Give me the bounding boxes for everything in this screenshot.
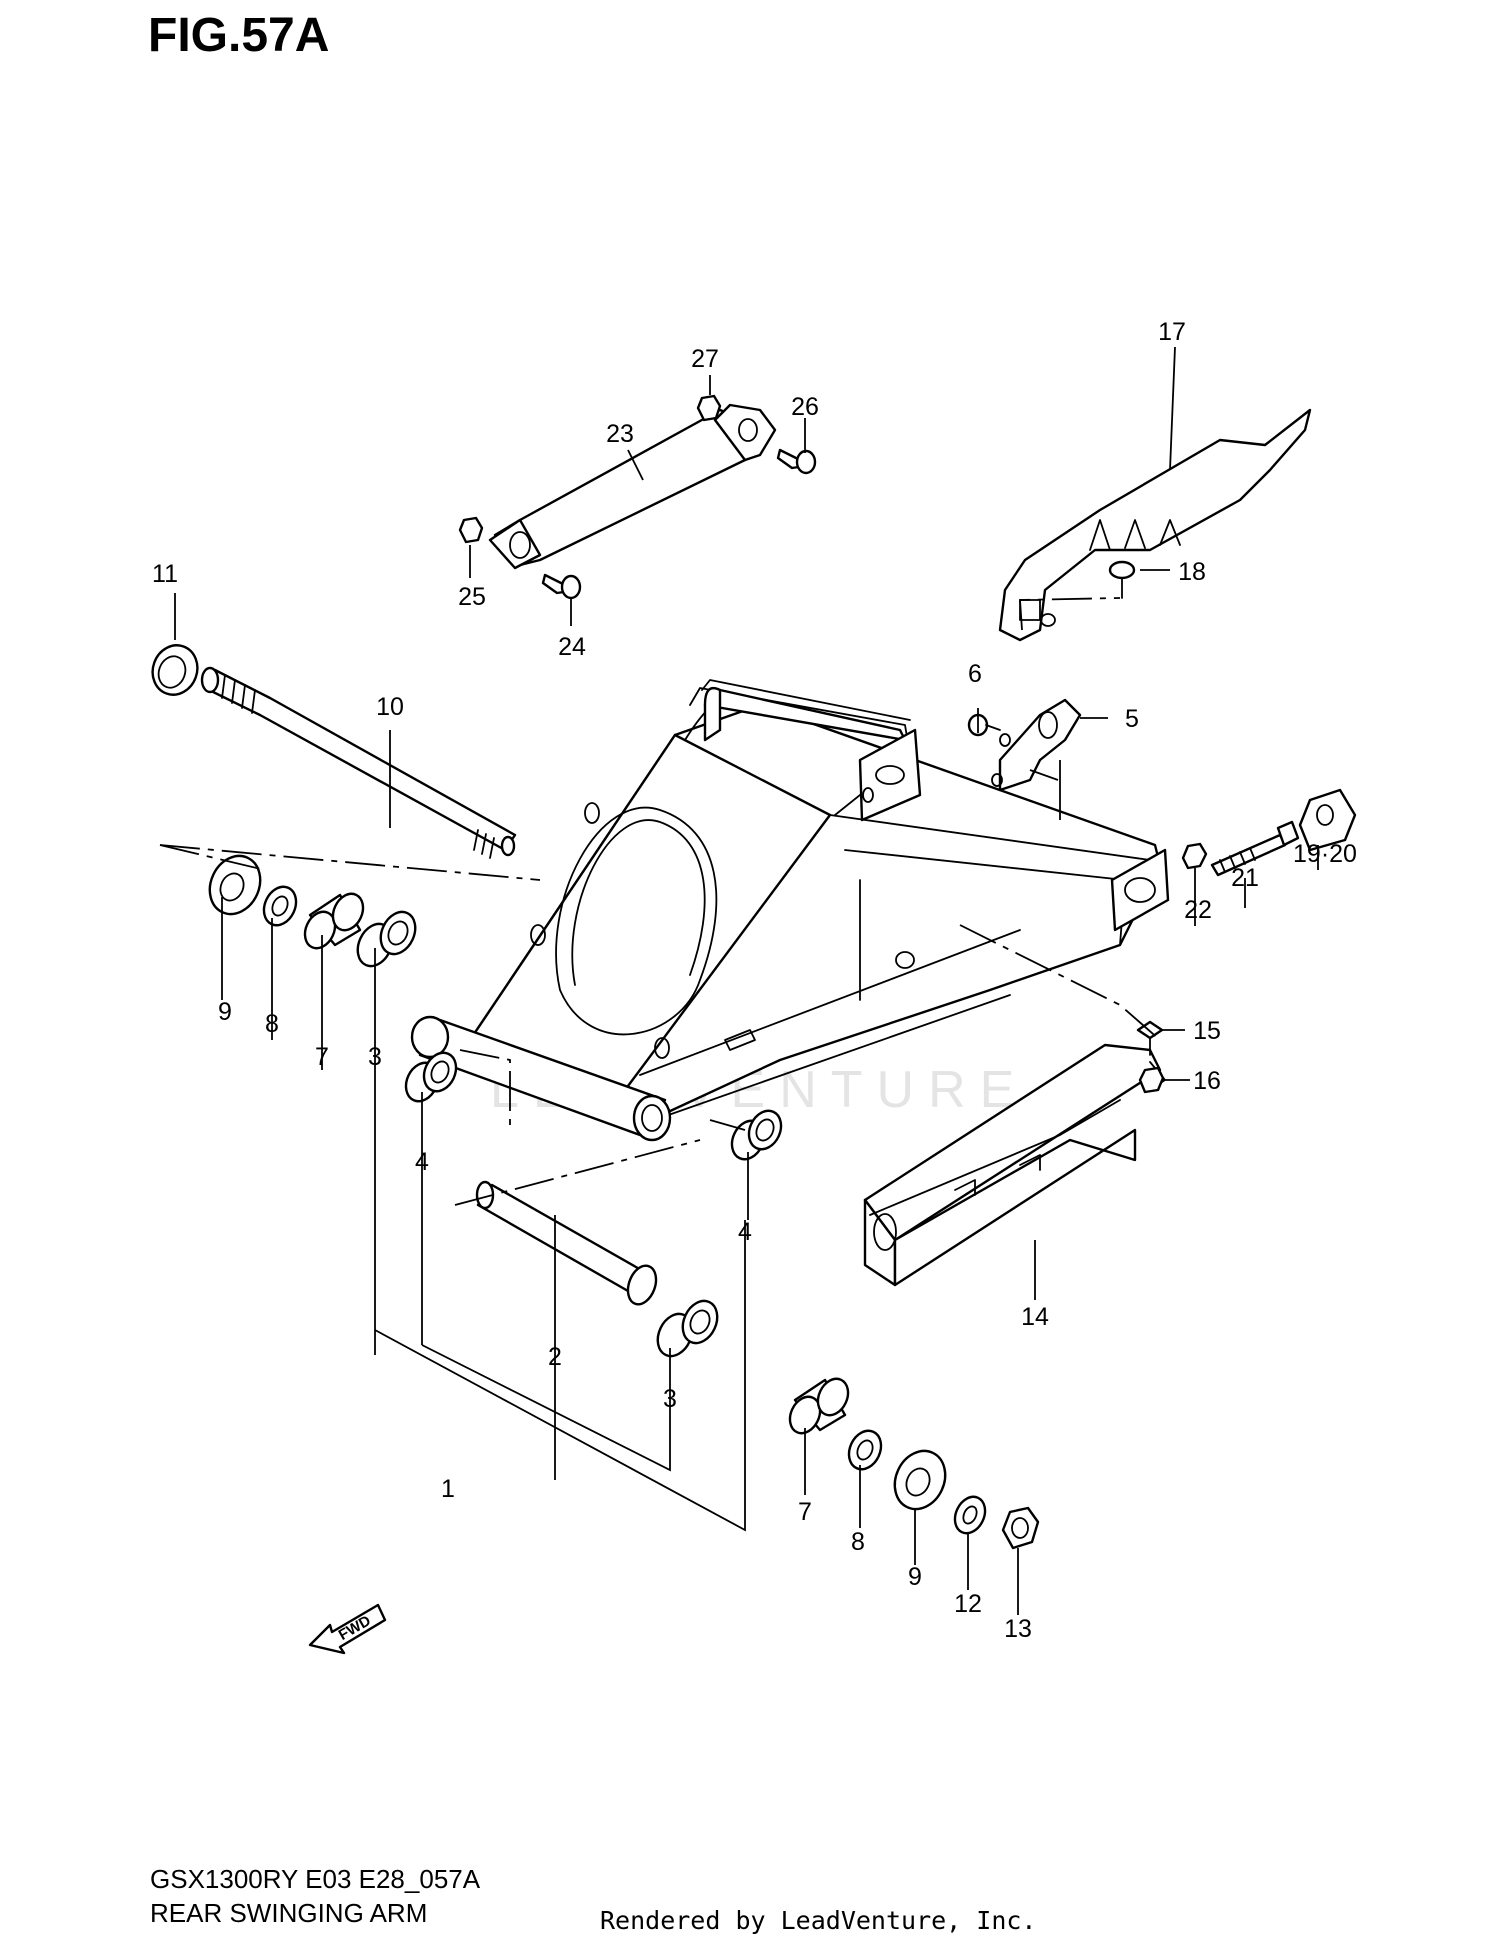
- callout-16: 16: [1193, 1067, 1221, 1095]
- part-11-lock-nut: [151, 644, 199, 696]
- callout-15: 15: [1193, 1017, 1221, 1045]
- part-17-chain-case: [998, 408, 1312, 642]
- part-18-screw: [1108, 560, 1136, 599]
- callout-1: 1: [441, 1475, 455, 1503]
- part-25-nut: [458, 516, 484, 544]
- center-lines: [159, 597, 1161, 1206]
- part-9-oil-seal-right: [893, 1449, 947, 1511]
- callout-17: 17: [1158, 318, 1186, 346]
- leader-lines: [174, 346, 1319, 1615]
- callout-24: 24: [558, 633, 586, 661]
- part-14-chain-buffer: [863, 1043, 1166, 1287]
- callout-4-right: 4: [738, 1218, 752, 1246]
- part-3-bearing-lower: [656, 1299, 719, 1358]
- part-22-nut: [1181, 842, 1208, 870]
- callout-8-left: 8: [265, 1010, 279, 1038]
- callout-18: 18: [1178, 558, 1206, 586]
- callout-6: 6: [968, 660, 982, 688]
- callout-14: 14: [1021, 1303, 1049, 1331]
- callout-7-right: 7: [798, 1498, 812, 1526]
- callout-9-left: 9: [218, 998, 232, 1026]
- part-27-nut: [696, 394, 722, 422]
- callout-7-left: 7: [315, 1043, 329, 1071]
- part-21-adjuster-bolt: [1210, 820, 1300, 877]
- callout-3-lower: 3: [663, 1385, 677, 1413]
- part-8-washer-right: [847, 1429, 883, 1471]
- callout-8-right: 8: [851, 1528, 865, 1556]
- part-7-spacer-right: [788, 1377, 850, 1435]
- callout-22: 22: [1184, 896, 1212, 924]
- callout-19-20: 19·20: [1293, 840, 1357, 868]
- callout-4-left: 4: [415, 1148, 429, 1176]
- callout-13: 13: [1004, 1615, 1032, 1643]
- part-8-washer-left: [262, 885, 298, 927]
- callout-12: 12: [954, 1590, 982, 1618]
- render-credit: Rendered by LeadVenture, Inc.: [600, 1906, 1037, 1935]
- callout-27: 27: [691, 345, 719, 373]
- part-16-nut: [1138, 1066, 1165, 1094]
- part-9-oil-seal-left: [208, 854, 262, 916]
- callout-10: 10: [376, 693, 404, 721]
- part-26-bolt: [776, 448, 817, 475]
- callout-26: 26: [791, 393, 819, 421]
- swing-arm: [410, 679, 1170, 1142]
- callout-5: 5: [1125, 705, 1139, 733]
- part-6-bolt: [967, 713, 1001, 737]
- part-19-20-adjuster: [1298, 788, 1357, 852]
- fwd-direction-marker: FWD: [308, 1603, 387, 1655]
- part-5-bracket: [991, 698, 1082, 792]
- model-code: GSX1300RY E03 E28_057A: [150, 1864, 481, 1894]
- callout-9-right: 9: [908, 1563, 922, 1591]
- part-7-spacer-left: [303, 892, 365, 950]
- callout-labels: 1 2 3 3 3 4 4 4 5 6 7 7 8 8 9 9 10 11 12…: [152, 318, 1357, 1643]
- callout-23: 23: [606, 420, 634, 448]
- part-4-bearing-left: [404, 1051, 458, 1103]
- part-23-torque-link: [488, 403, 777, 570]
- part-4-bearing-right: [730, 1109, 783, 1161]
- callout-11: 11: [152, 560, 178, 588]
- part-2-spacer-tube: [475, 1180, 658, 1306]
- figure-title: FIG.57A: [148, 9, 330, 62]
- callout-2: 2: [548, 1343, 562, 1371]
- callout-3-upper: 3: [368, 1043, 382, 1071]
- part-24-bolt: [541, 573, 582, 600]
- callout-21: 21: [1231, 864, 1259, 892]
- assembly-name: REAR SWINGING ARM: [150, 1898, 428, 1928]
- callout-25: 25: [458, 583, 486, 611]
- part-10-pivot-shaft: [200, 666, 517, 859]
- part-12-washer: [953, 1495, 987, 1535]
- part-13-nut: [1001, 1506, 1040, 1550]
- part-3-bearing-upper: [356, 910, 417, 968]
